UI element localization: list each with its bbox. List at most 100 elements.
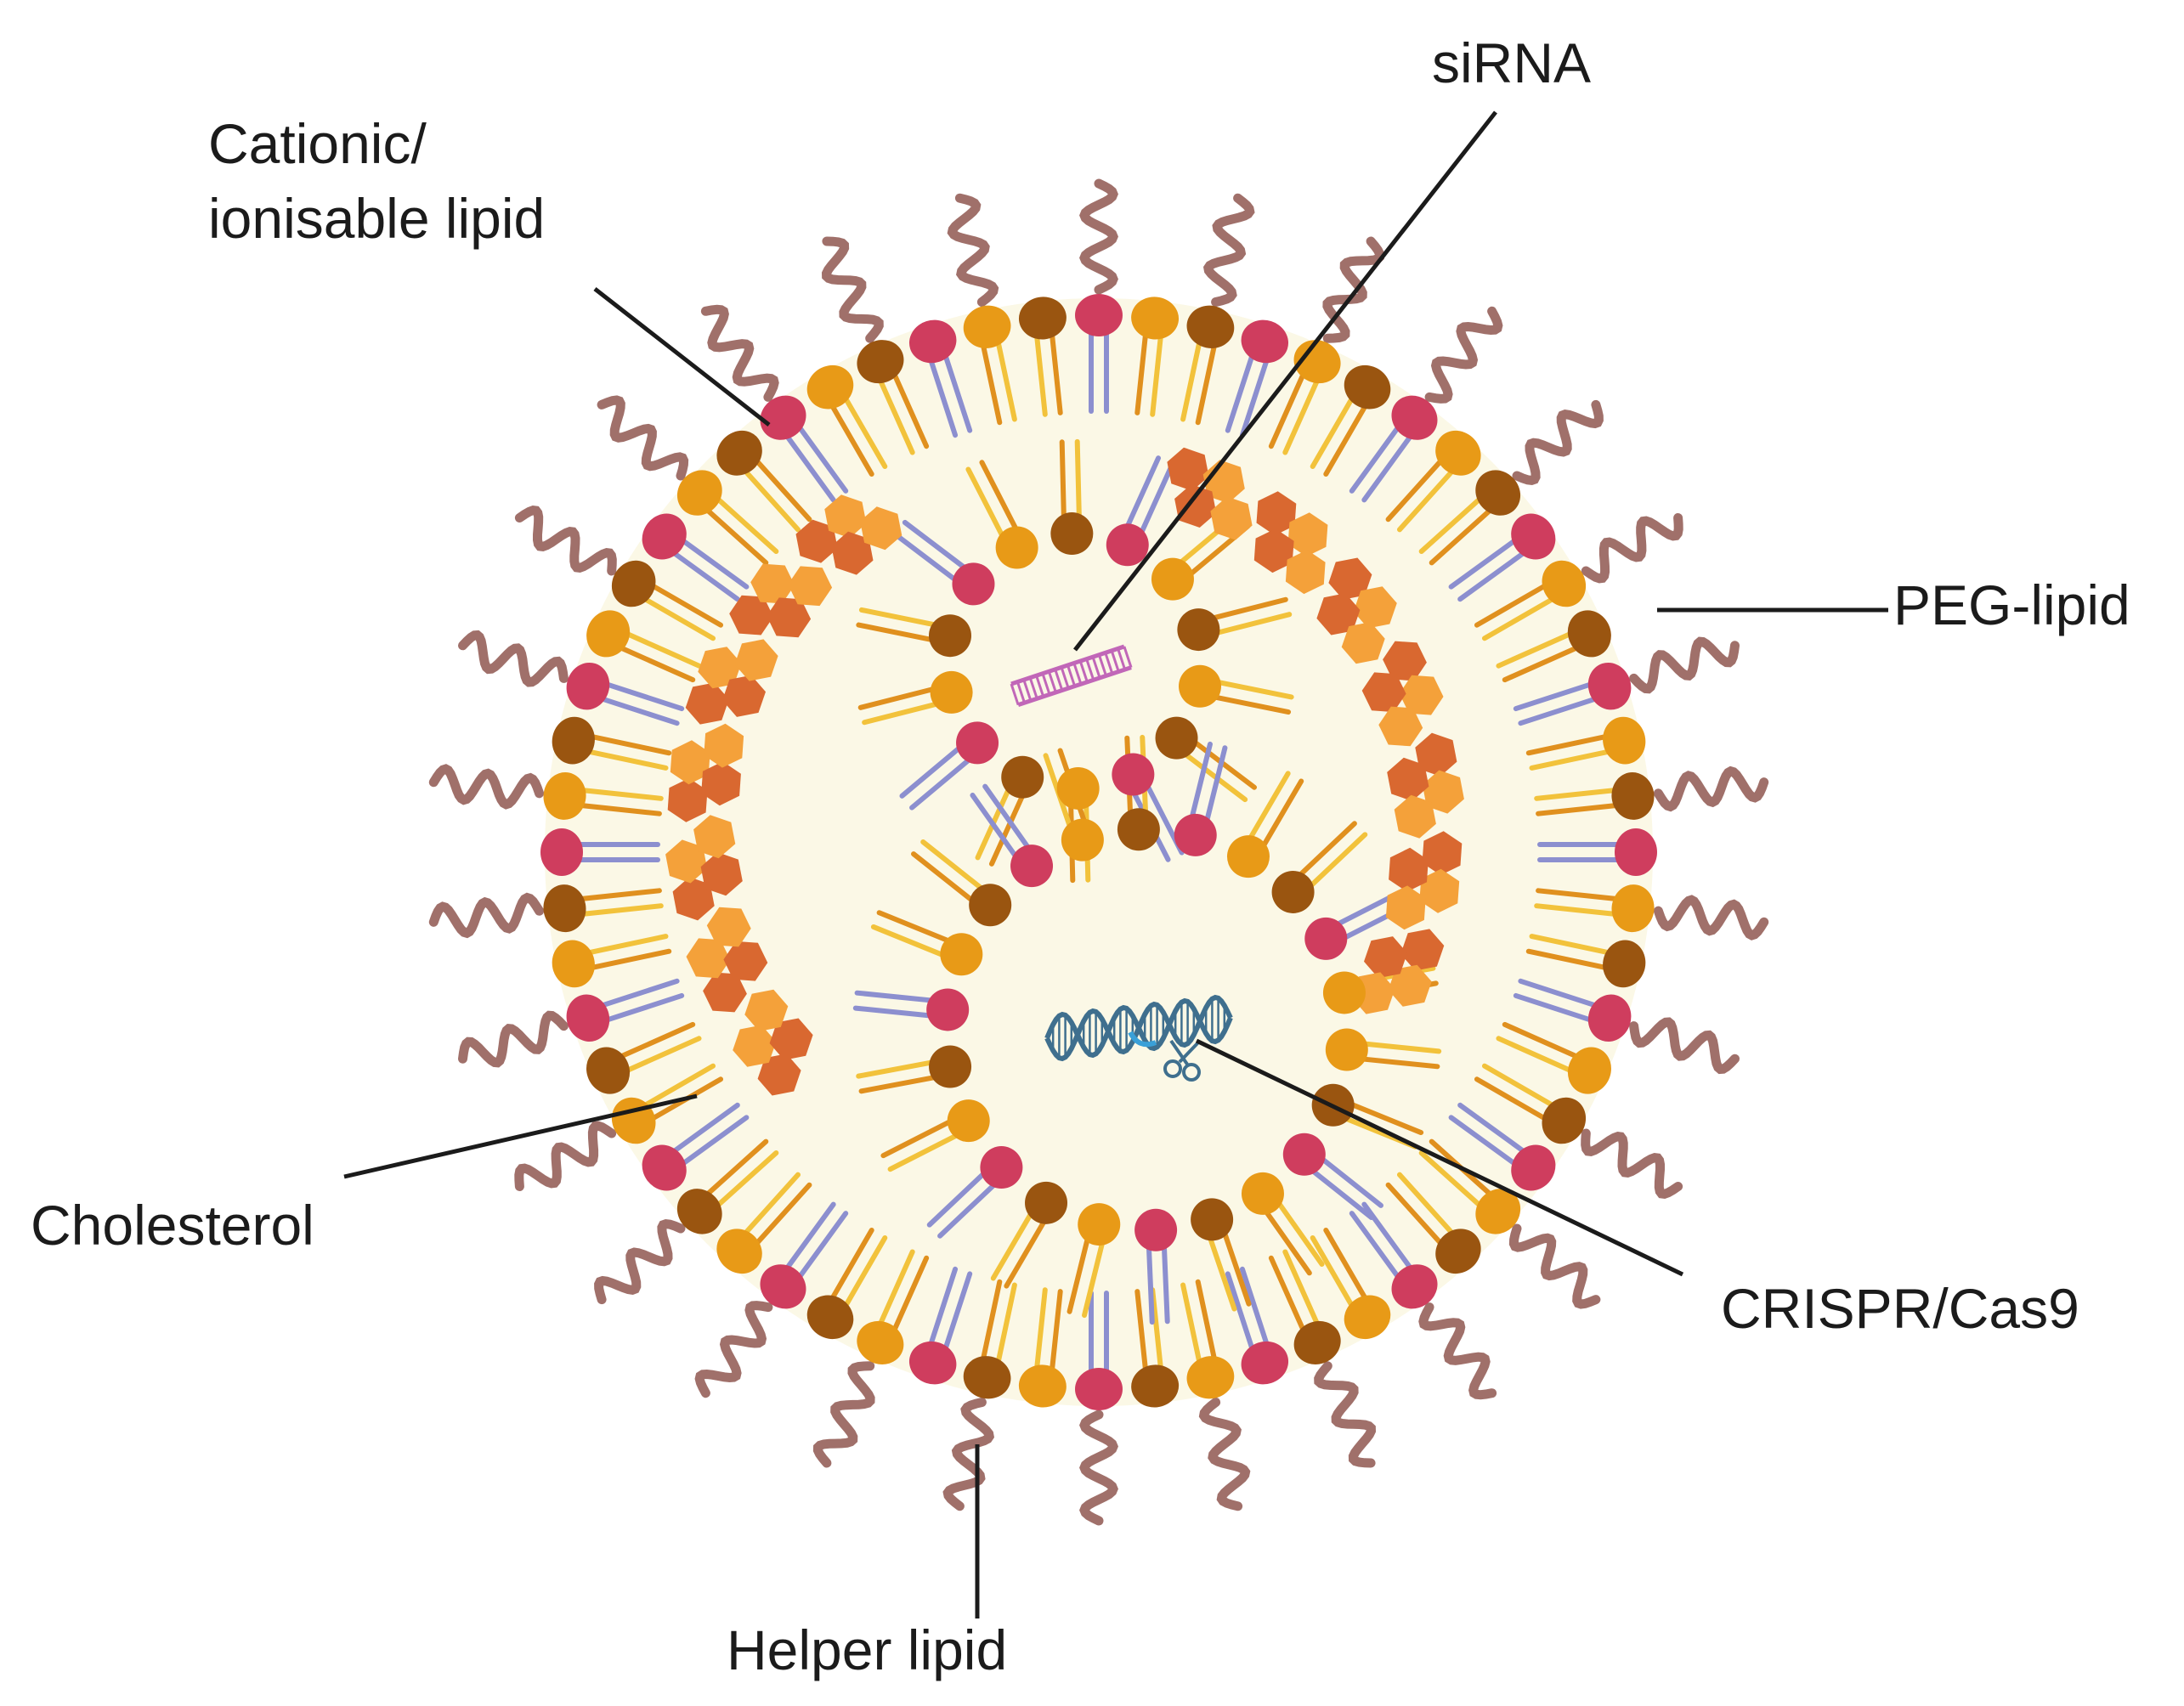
peg-lipid-head (1018, 297, 1067, 340)
cholesterol-ring (1210, 496, 1253, 540)
helper-lipid-head (1078, 1203, 1121, 1246)
lipid-tail (1474, 582, 1550, 628)
cationic-lipid-head (1075, 294, 1123, 336)
helper-lipid-head (1542, 560, 1587, 607)
lipid-tail (1323, 1227, 1369, 1303)
lipid-tail (1306, 832, 1368, 890)
leader-cationic-lipid (593, 287, 771, 426)
lipid-tail (862, 701, 942, 726)
lipid-tail (576, 888, 662, 902)
cholesterol-ring (1422, 770, 1464, 814)
lipid-tail (1138, 461, 1175, 537)
lipid-tail (1418, 1150, 1485, 1210)
lipid-tail (741, 1172, 801, 1238)
peg-chain (1202, 193, 1255, 307)
peg-lipid-head (1603, 940, 1646, 988)
lipid-tail (752, 1182, 812, 1248)
cholesterol-ring (831, 531, 874, 575)
lipid-tail (942, 351, 973, 433)
peg-chain (428, 764, 545, 810)
lipid-tail (622, 1036, 702, 1074)
cholesterol-ring (1385, 885, 1426, 930)
cholesterol-ring (744, 989, 789, 1031)
cholesterol-ring (701, 761, 741, 806)
label-cationic-lipid-line2: ionisable lipid (208, 187, 545, 250)
leader-crispr-cas9 (1195, 1038, 1684, 1277)
peg-chain (821, 236, 884, 343)
peg-chain (1629, 636, 1740, 694)
lipid-tail (1207, 1234, 1237, 1312)
lipid-tail (1268, 1255, 1307, 1335)
lipid-tail (1150, 1287, 1164, 1373)
peg-lipid-head (543, 884, 586, 933)
helper-lipid-head (930, 670, 973, 714)
cationic-lipid-head (1511, 513, 1556, 560)
helper-lipid-head (1325, 1028, 1368, 1071)
lipid-tail (1525, 733, 1610, 756)
sirna-base-pair (1028, 677, 1038, 699)
lipid-tail (856, 1059, 936, 1079)
peg-lipid-head (1050, 512, 1094, 556)
peg-lipid-head (1344, 364, 1391, 410)
lipid-tail (703, 1138, 769, 1199)
lipid-tail (927, 1266, 959, 1349)
lipid-tail (1310, 393, 1356, 470)
lipid-tail (669, 1102, 740, 1155)
lipid-tail (1049, 1289, 1063, 1375)
scissors-blade (1169, 1039, 1190, 1067)
peg-chain (597, 395, 689, 481)
lipid-tail (1529, 934, 1614, 956)
sirna-base-pair (1078, 660, 1089, 683)
lipid-tail (1225, 351, 1256, 433)
lipid-tail (1195, 341, 1218, 426)
lipid-tail (995, 337, 1017, 422)
cholesterol-ring (769, 1018, 813, 1060)
lipid-tail (1518, 695, 1600, 726)
lipid-tail (616, 644, 696, 683)
sirna-base-pair (1097, 654, 1107, 676)
helper-lipid-head (1611, 884, 1655, 933)
peg-lipid-head (1177, 608, 1220, 652)
lipid-tail (1536, 888, 1621, 902)
lipid-tail (1448, 1115, 1519, 1168)
lipid-tail (965, 466, 1006, 540)
cationic-lipid-head (952, 562, 995, 606)
sirna-base-pair (1047, 670, 1057, 693)
sirna-base-pair (1067, 664, 1077, 687)
lipid-tail (995, 1282, 1017, 1367)
cationic-lipid-head (1134, 1208, 1178, 1251)
peg-chain (1581, 513, 1683, 584)
peg-chain (1314, 1361, 1377, 1468)
lipid-tail (1429, 506, 1495, 566)
cationic-lipid-head (642, 513, 687, 560)
peg-lipid-head (1271, 870, 1315, 913)
lipid-tail (584, 748, 669, 771)
peg-lipid-head (1611, 771, 1655, 820)
peg-lipid-head (716, 430, 762, 476)
lipid-tail (602, 681, 685, 712)
label-cationic-lipid-line1: Cationic/ (208, 112, 427, 175)
lipid-tail (1195, 1279, 1218, 1364)
helper-lipid-head (1226, 835, 1270, 878)
lipid-tail (703, 506, 769, 566)
lipid-tail (713, 494, 779, 555)
sirna-base-pair (1016, 681, 1026, 703)
lipid-tail (927, 355, 959, 438)
lipid-tail (870, 924, 948, 958)
lipid-tail (980, 341, 1003, 426)
lipid-tail (622, 630, 702, 669)
peg-lipid-head (928, 614, 971, 658)
peg-lipid-head (1186, 305, 1235, 348)
peg-chain (1418, 1302, 1497, 1400)
lipid-tail (669, 549, 740, 602)
lipid-tail (1189, 741, 1213, 822)
peg-chain (514, 1121, 617, 1191)
peg-chain (700, 304, 779, 402)
cationic-lipid-head (1511, 1144, 1556, 1191)
cholesterol-ring (1387, 757, 1429, 801)
sirna-base-pair (1035, 675, 1045, 698)
cholesterol-ring (1399, 675, 1444, 715)
peg-lipid-head (1117, 808, 1160, 851)
sirna-base-pair (1104, 652, 1114, 675)
